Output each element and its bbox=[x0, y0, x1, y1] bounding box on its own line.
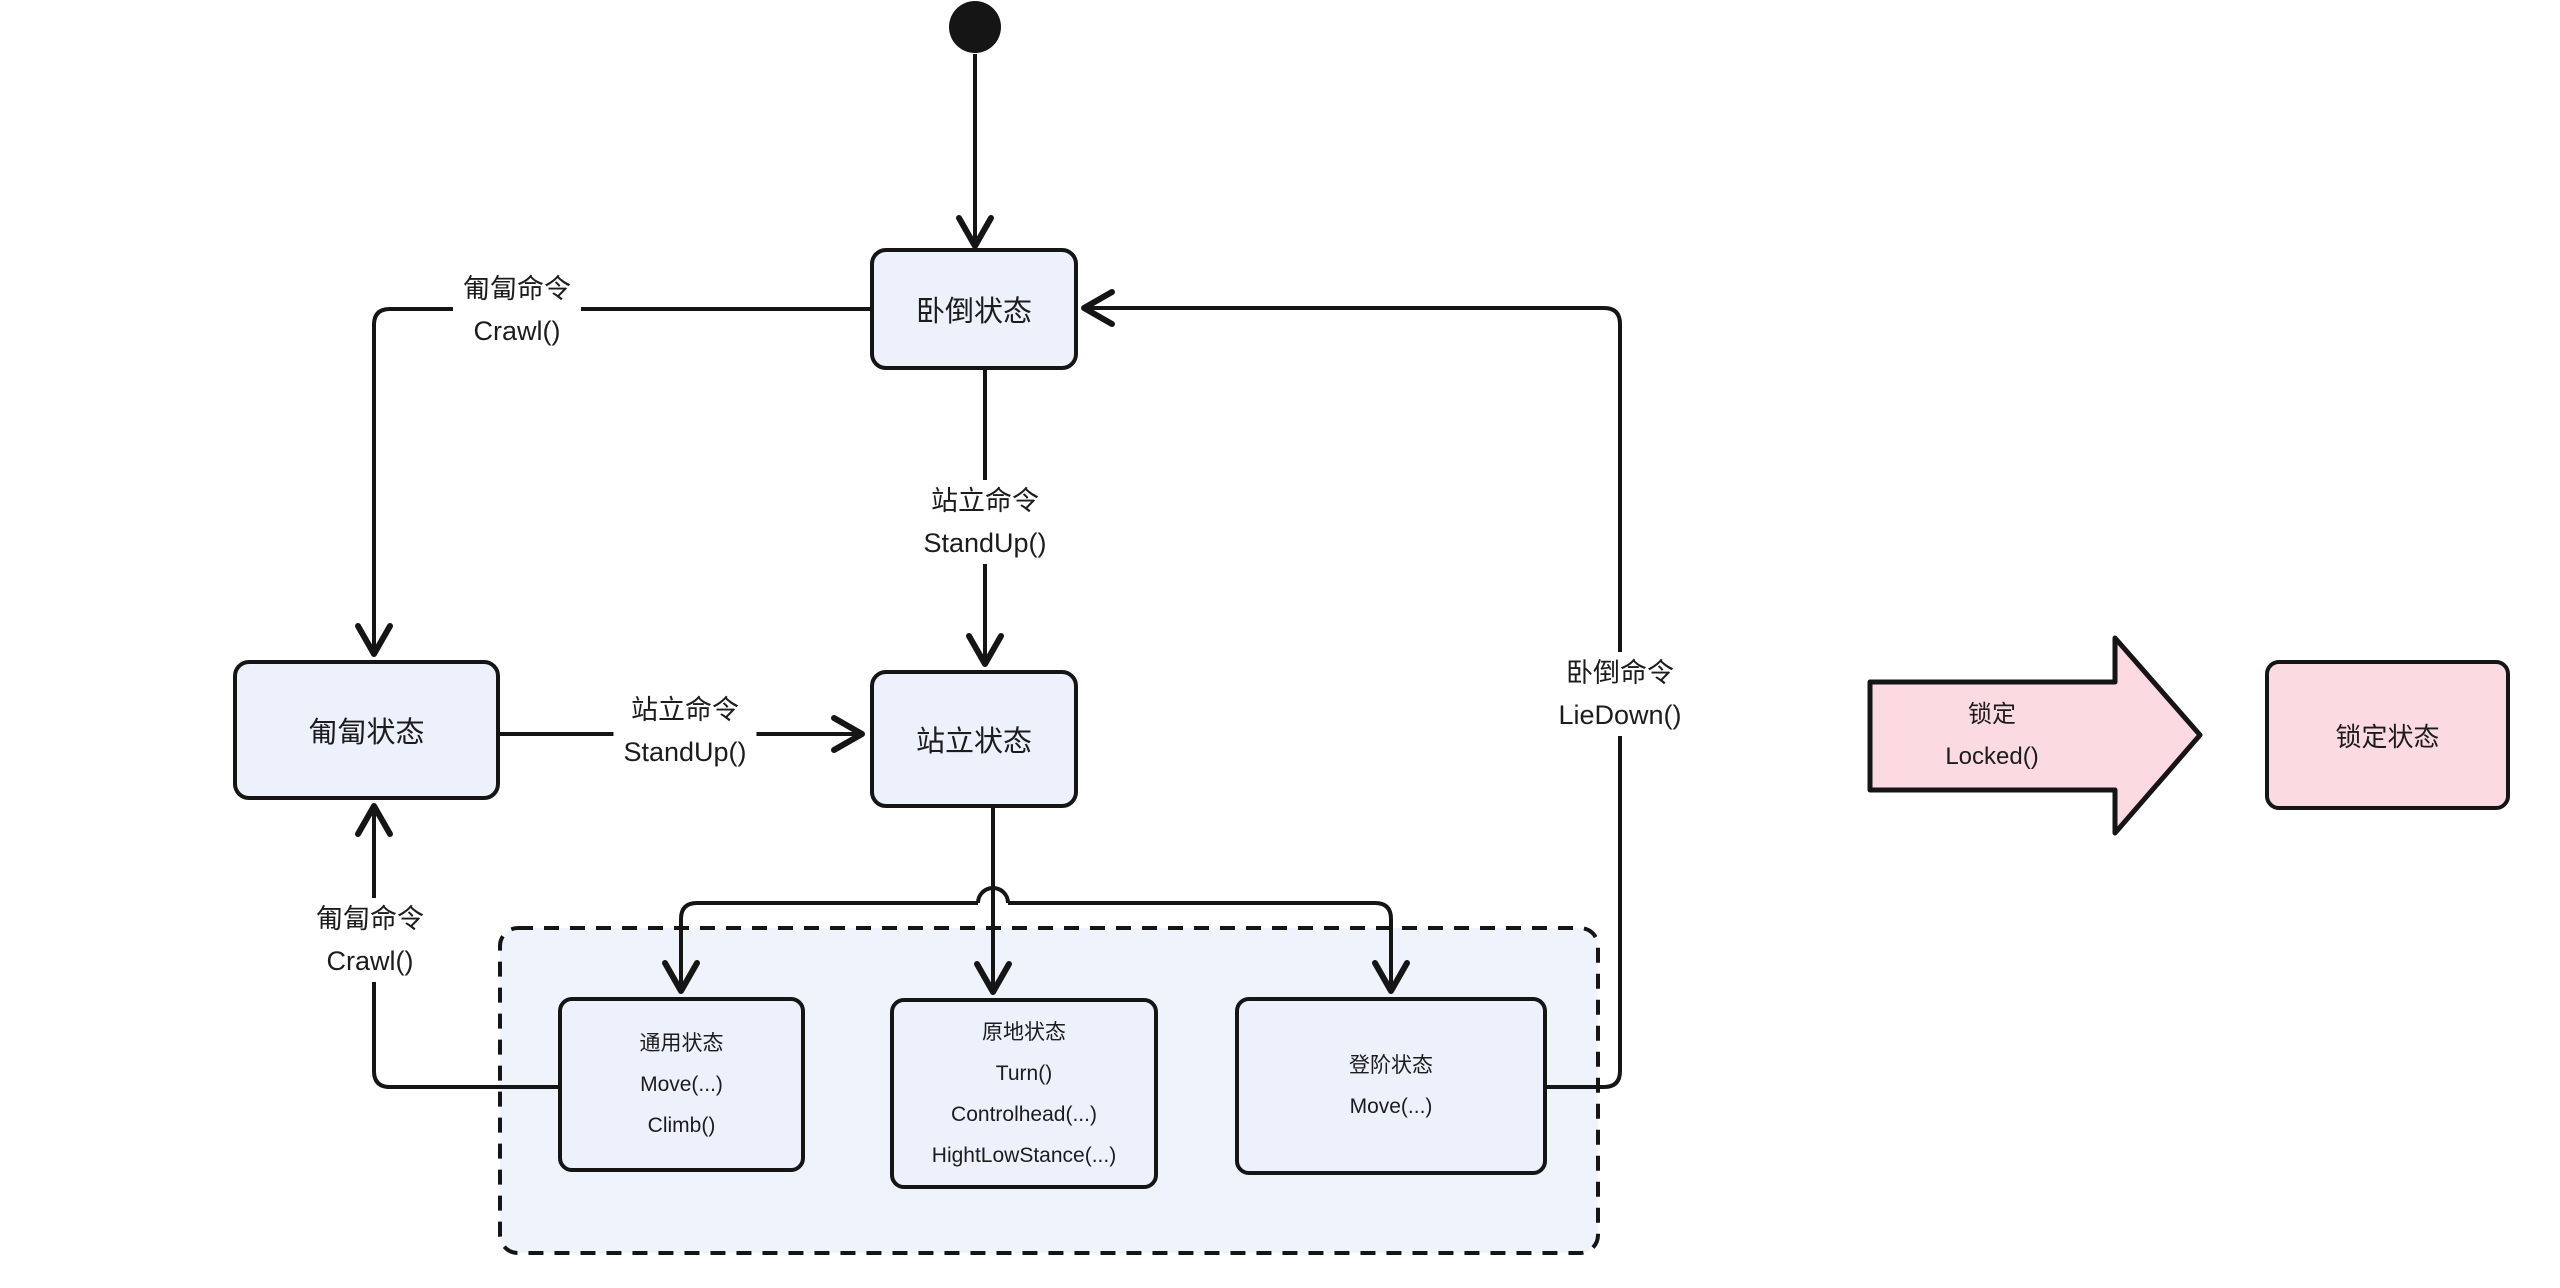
label-crawl-cmd-bottom-zh: 匍匐命令 bbox=[316, 904, 424, 934]
state-stand: 站立状态 bbox=[870, 670, 1078, 808]
state-stand-label: 站立状态 bbox=[915, 726, 1032, 758]
state-stairs: 登阶状态 Move(...) bbox=[1235, 997, 1547, 1175]
label-locked-cmd-zh: 锁定 bbox=[1968, 701, 2016, 728]
state-inplace-method: Turn() bbox=[995, 1061, 1053, 1085]
label-standup-cmd-left-zh: 站立命令 bbox=[631, 695, 739, 725]
state-liedown-label: 卧倒状态 bbox=[915, 296, 1032, 328]
label-standup-cmd-mid-zh: 站立命令 bbox=[931, 486, 1039, 516]
state-stairs-title: 登阶状态 bbox=[1349, 1054, 1433, 1077]
label-standup-cmd-left-fn: StandUp() bbox=[623, 737, 747, 767]
label-standup-cmd-mid-fn: StandUp() bbox=[923, 528, 1047, 558]
label-liedown-cmd-fn: LieDown() bbox=[1558, 700, 1682, 730]
initial-state-dot bbox=[949, 1, 1001, 53]
state-general-method: Move(...) bbox=[640, 1073, 723, 1096]
label-crawl-cmd-top-zh: 匍匐命令 bbox=[463, 274, 571, 304]
state-inplace: 原地状态 Turn() Controlhead(...) HightLowSta… bbox=[890, 998, 1158, 1189]
state-inplace-method: Controlhead(...) bbox=[951, 1102, 1097, 1126]
label-liedown-cmd: 卧倒命令 LieDown() bbox=[1548, 652, 1692, 736]
state-general-method: Climb() bbox=[647, 1114, 716, 1137]
state-general: 通用状态 Move(...) Climb() bbox=[558, 997, 805, 1172]
state-inplace-title: 原地状态 bbox=[982, 1020, 1066, 1044]
label-standup-cmd-left: 站立命令 StandUp() bbox=[613, 689, 757, 773]
label-standup-cmd-mid: 站立命令 StandUp() bbox=[913, 480, 1057, 564]
state-general-title: 通用状态 bbox=[639, 1032, 724, 1055]
label-locked-cmd: 锁定 Locked() bbox=[1945, 694, 2038, 778]
state-liedown: 卧倒状态 bbox=[870, 248, 1078, 370]
edge-stand-to-stairs bbox=[1008, 901, 1410, 994]
label-crawl-cmd-top-fn: Crawl() bbox=[473, 316, 561, 346]
edge-general-to-crawl bbox=[355, 803, 558, 1089]
state-crawl-label: 匍匐状态 bbox=[308, 717, 425, 749]
edge-liedown-to-crawl bbox=[355, 307, 870, 657]
label-locked-cmd-fn: Locked() bbox=[1945, 743, 2039, 770]
label-crawl-cmd-bottom-fn: Crawl() bbox=[326, 946, 414, 976]
state-locked: 锁定状态 bbox=[2265, 660, 2510, 810]
label-crawl-cmd-top: 匍匐命令 Crawl() bbox=[453, 268, 581, 352]
label-liedown-cmd-zh: 卧倒命令 bbox=[1565, 658, 1674, 688]
state-stairs-method: Move(...) bbox=[1349, 1095, 1433, 1118]
edge-stand-to-general bbox=[662, 901, 978, 994]
state-crawl: 匍匐状态 bbox=[233, 660, 500, 800]
state-inplace-method: HightLowStance(...) bbox=[931, 1143, 1117, 1167]
label-crawl-cmd-bottom: 匍匐命令 Crawl() bbox=[306, 898, 434, 982]
locked-transition-arrow-shape bbox=[1867, 635, 2203, 836]
state-locked-label: 锁定状态 bbox=[2335, 721, 2440, 752]
edge-stand-branch-hop bbox=[976, 886, 1010, 904]
